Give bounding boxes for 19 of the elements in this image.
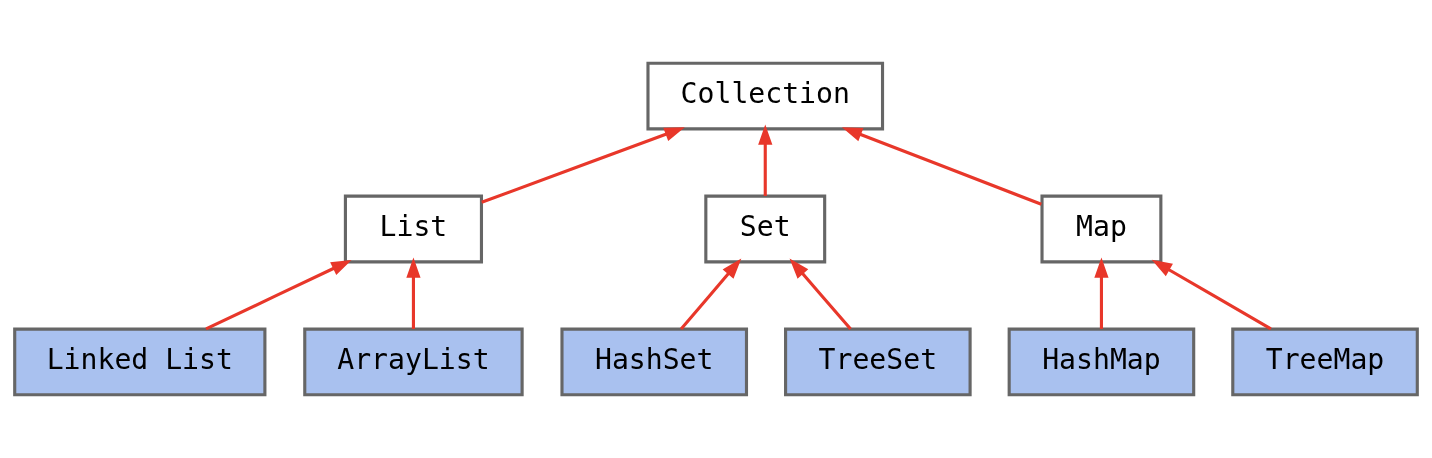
node-box: HashMap bbox=[1007, 327, 1196, 397]
node-box: List bbox=[343, 194, 483, 264]
node-box: HashSet bbox=[560, 327, 749, 397]
arrow bbox=[1094, 257, 1109, 329]
node-box: Collection bbox=[646, 61, 885, 131]
arrow bbox=[1151, 259, 1272, 331]
node-box: Linked List bbox=[13, 327, 267, 397]
node-box: ArrayList bbox=[303, 327, 524, 397]
arrow bbox=[789, 258, 852, 330]
arrow bbox=[841, 127, 1042, 206]
arrow bbox=[758, 124, 773, 196]
arrow bbox=[205, 259, 352, 331]
arrow bbox=[481, 127, 685, 204]
node-box: TreeMap bbox=[1231, 327, 1419, 397]
node-box: TreeSet bbox=[784, 327, 972, 397]
node-box: Set bbox=[704, 194, 827, 264]
arrow bbox=[406, 257, 421, 329]
arrow bbox=[679, 258, 742, 330]
node-box: Map bbox=[1040, 194, 1163, 264]
